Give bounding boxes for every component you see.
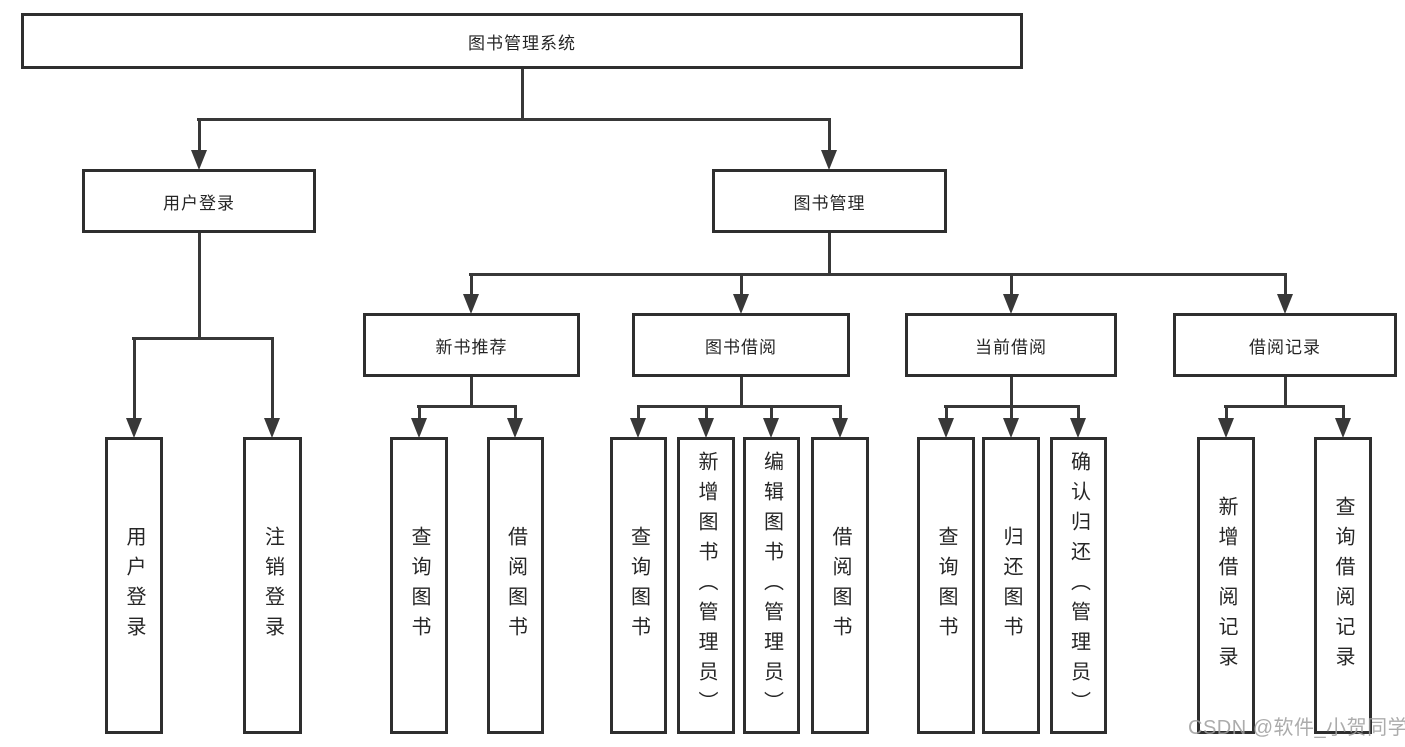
leaf-query-book-newrec: 查询图书	[390, 437, 448, 734]
arrowhead-icon	[1277, 294, 1293, 314]
leaf-add-book-admin: 新增图书（管理员）	[677, 437, 735, 734]
node-root: 图书管理系统	[21, 13, 1023, 69]
connector-line	[417, 405, 517, 408]
connector-line	[270, 337, 274, 420]
leaf-borrow-book-newrec: 借阅图书	[487, 437, 544, 734]
arrowhead-icon	[763, 418, 779, 438]
leaf-return-book: 归还图书	[982, 437, 1040, 734]
leaf-query-borrow-record: 查询借阅记录	[1314, 437, 1372, 734]
leaf-borrow-book: 借阅图书	[811, 437, 869, 734]
arrowhead-icon	[1218, 418, 1234, 438]
arrowhead-icon	[733, 294, 749, 314]
connector-line	[197, 118, 201, 152]
arrowhead-icon	[821, 150, 837, 170]
connector-line	[1076, 405, 1080, 420]
connector-line	[520, 69, 524, 121]
node-current-borrow: 当前借阅	[905, 313, 1117, 377]
connector-line	[838, 405, 842, 420]
arrowhead-icon	[411, 418, 427, 438]
connector-line	[513, 405, 517, 420]
watermark: CSDN @软件_小贺同学	[1188, 717, 1405, 739]
connector-line	[1341, 405, 1345, 420]
leaf-edit-book-admin: 编辑图书（管理员）	[743, 437, 800, 734]
arrowhead-icon	[698, 418, 714, 438]
connector-line	[637, 405, 842, 408]
node-new-book-recommend: 新书推荐	[363, 313, 580, 377]
arrowhead-icon	[191, 150, 207, 170]
arrowhead-icon	[832, 418, 848, 438]
connector-line	[469, 273, 473, 296]
arrowhead-icon	[507, 418, 523, 438]
leaf-logout-login: 注销登录	[243, 437, 302, 734]
leaf-query-book-borrow: 查询图书	[610, 437, 667, 734]
connector-line	[469, 377, 473, 408]
connector-line	[417, 405, 421, 420]
arrowhead-icon	[630, 418, 646, 438]
arrowhead-icon	[1070, 418, 1086, 438]
connector-line	[197, 118, 831, 121]
node-borrow-records: 借阅记录	[1173, 313, 1397, 377]
connector-line	[132, 337, 274, 340]
connector-line	[1224, 405, 1228, 420]
connector-line	[1009, 377, 1013, 408]
connector-line	[469, 273, 1287, 276]
connector-line	[132, 337, 136, 420]
connector-line	[636, 405, 640, 420]
node-book-management: 图书管理	[712, 169, 947, 233]
connector-line	[944, 405, 948, 420]
connector-line	[827, 118, 831, 152]
connector-line	[739, 273, 743, 296]
arrowhead-icon	[938, 418, 954, 438]
connector-line	[1224, 405, 1345, 408]
arrowhead-icon	[1003, 418, 1019, 438]
connector-line	[1283, 377, 1287, 408]
connector-line	[739, 377, 743, 408]
connector-line	[704, 405, 708, 420]
arrowhead-icon	[1335, 418, 1351, 438]
node-book-borrow: 图书借阅	[632, 313, 850, 377]
arrowhead-icon	[1003, 294, 1019, 314]
leaf-query-book-current: 查询图书	[917, 437, 975, 734]
arrowhead-icon	[264, 418, 280, 438]
connector-line	[827, 233, 831, 276]
connector-line	[1009, 405, 1013, 420]
leaf-confirm-return-admin: 确认归还（管理员）	[1050, 437, 1107, 734]
node-user-login: 用户登录	[82, 169, 316, 233]
connector-line	[1283, 273, 1287, 296]
leaf-add-borrow-record: 新增借阅记录	[1197, 437, 1255, 734]
connector-line	[769, 405, 773, 420]
leaf-user-login: 用户登录	[105, 437, 163, 734]
connector-line	[197, 233, 201, 340]
arrowhead-icon	[126, 418, 142, 438]
connector-line	[1009, 273, 1013, 296]
arrowhead-icon	[463, 294, 479, 314]
